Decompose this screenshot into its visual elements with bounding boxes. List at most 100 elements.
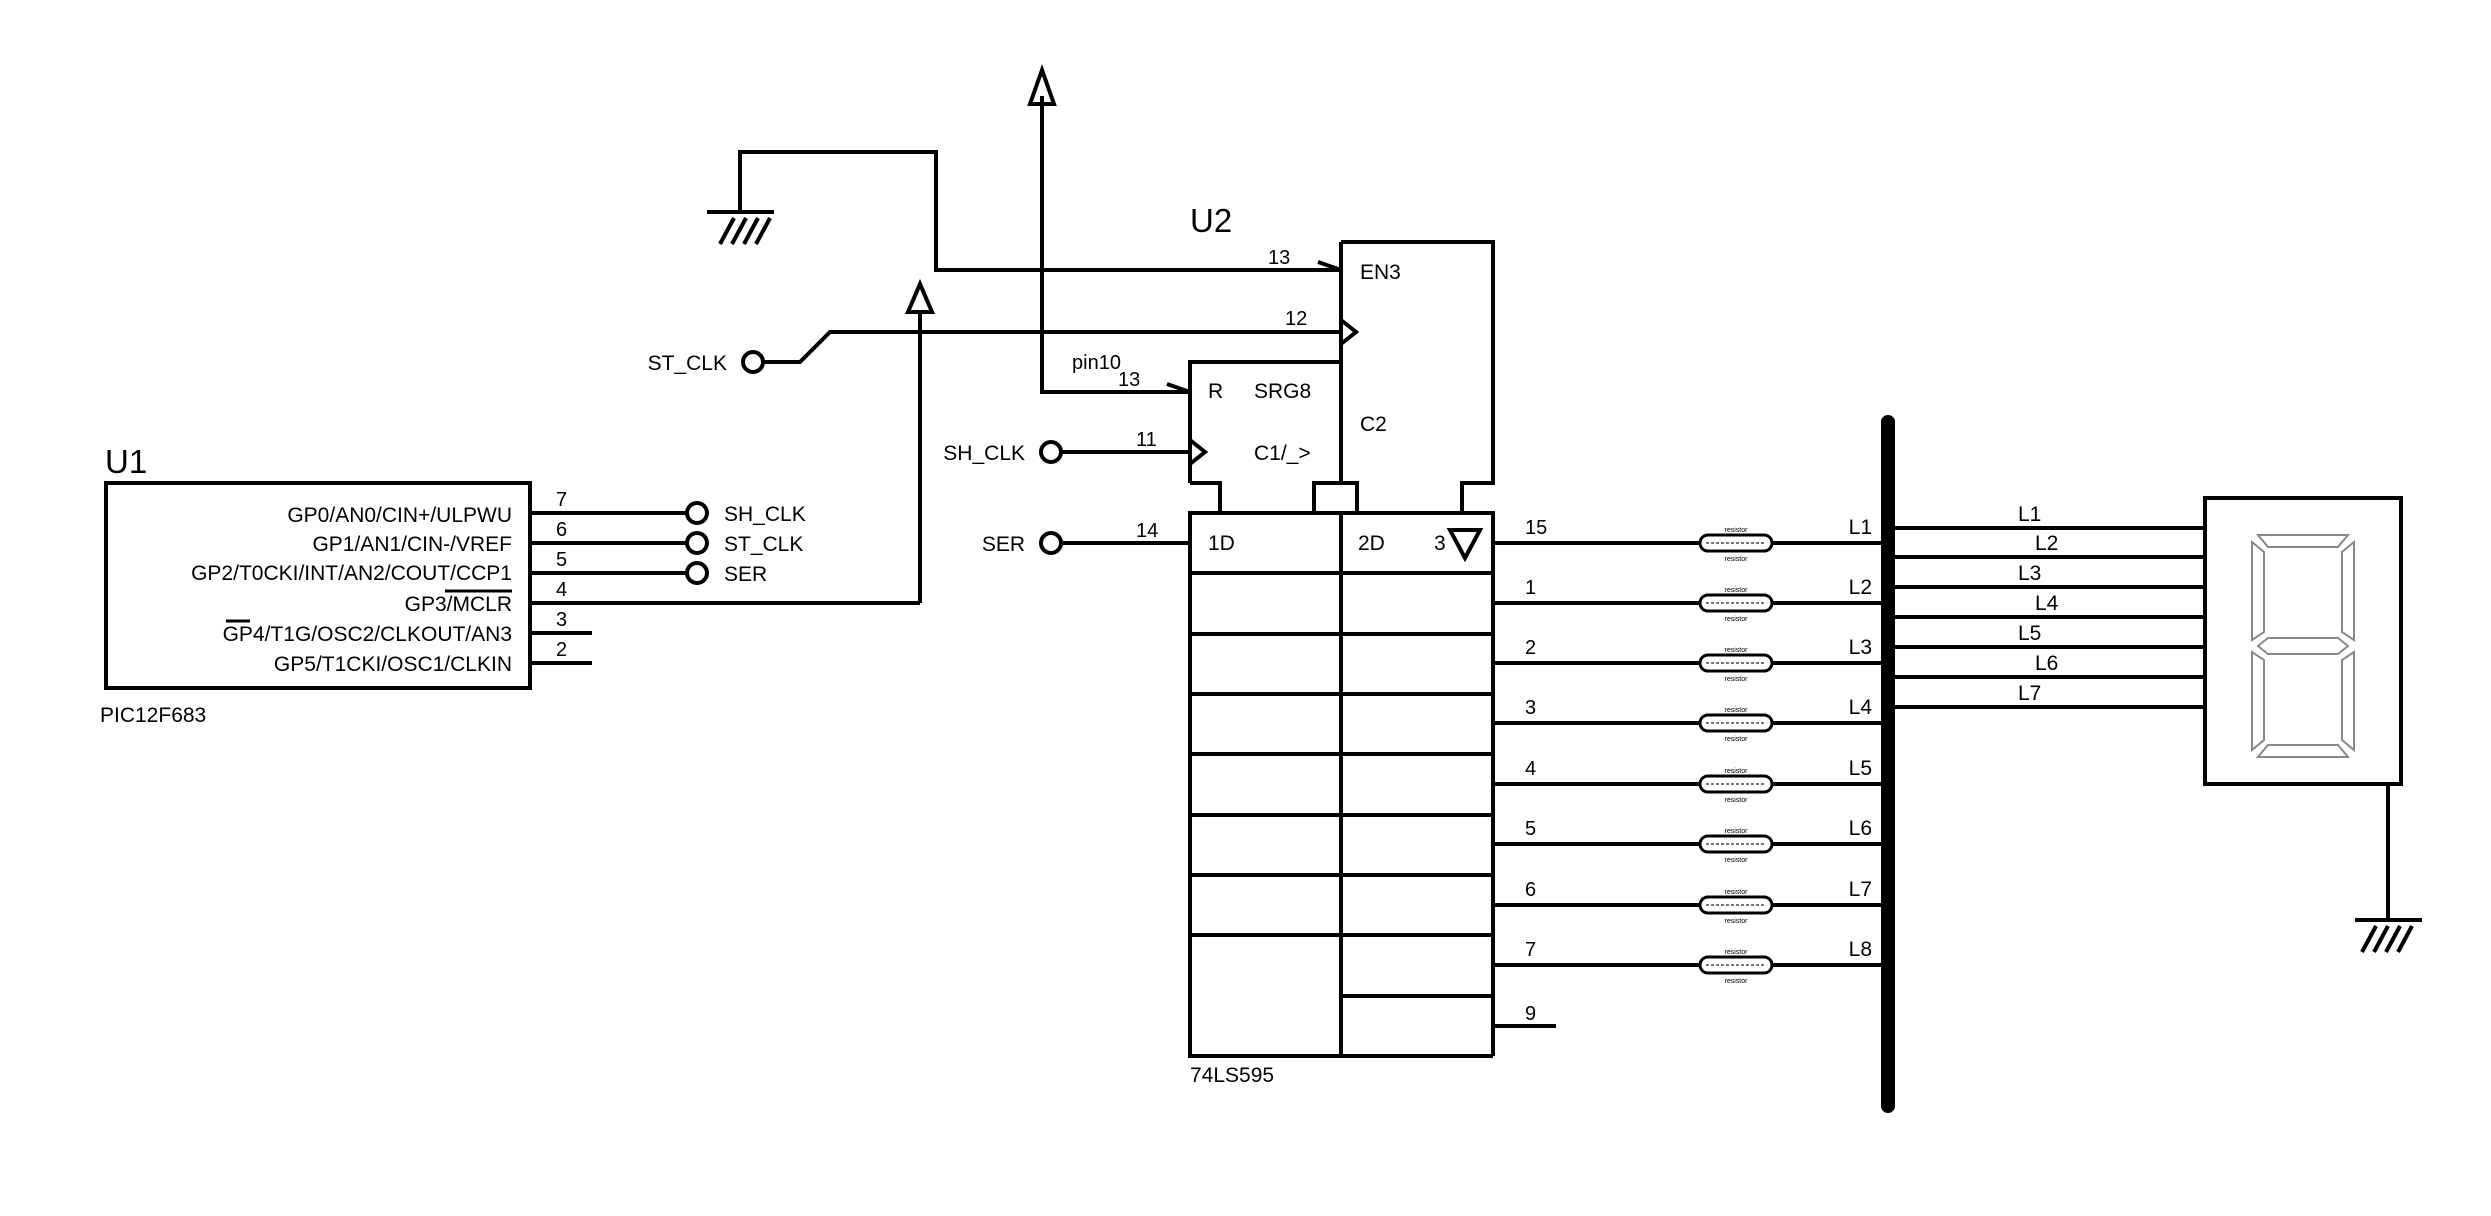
resistor-label: resistor [1725,828,1749,835]
u2-pin-number: 13 [1268,247,1290,269]
bus-net-label: L7 [1849,878,1872,901]
display-net-label: L6 [2035,652,2058,675]
u2-part: 74LS595 [1190,1064,1274,1087]
u2-c2-label: C2 [1360,413,1387,436]
resistor-label: resistor [1725,978,1749,985]
u2-d1-label: 1D [1208,532,1235,555]
u1-pin-name: GP5/T1CKI/OSC1/CLKIN [274,653,512,676]
bus-net-label: L3 [1849,636,1872,659]
resistor-label: resistor [1725,556,1749,563]
u1-port-label: ST_CLK [724,533,803,556]
reset-pin-number: 13 [1118,369,1140,391]
port-connector-icon [741,350,765,374]
display-body [2203,496,2403,786]
resistor-label: resistor [1725,889,1749,896]
bus-net-label: L8 [1849,938,1872,961]
en-ground-wire [738,150,1341,272]
u1-pin-number: 2 [556,639,567,661]
resistor-label: resistor [1725,587,1749,594]
reset-marker [1166,382,1191,394]
en-clock-marker [1317,260,1342,272]
display-net-label: L4 [2035,592,2059,615]
resistor-label: resistor [1725,768,1749,775]
u2-c1-label: C1/_> [1254,442,1311,465]
resistor-label: resistor [1725,616,1749,623]
resistor-label: resistor [1725,797,1749,804]
stclk-wire [763,330,1341,364]
resistor-label: resistor [1725,918,1749,925]
u2-output-pin-number: 6 [1525,879,1536,901]
port-connector-icon [685,561,709,585]
port-connector-icon [685,501,709,525]
display-net-label: L5 [2018,622,2041,645]
u1-pin-name: GP1/AN1/CIN-/VREF [312,533,512,556]
reset-net: pin10 13 [1027,63,1192,394]
u1-pin-name: GP4/T1G/OSC2/CLKOUT/AN3 [223,623,512,646]
port-connector-icon [1039,440,1063,464]
bus-net-label: L5 [1849,757,1872,780]
resistor-label: resistor [1725,527,1749,534]
u1-microcontroller: U1 PIC12F683 GP0/AN0/CIN+/ULPWU GP1/AN1/… [100,278,936,727]
u2-pin-number: 14 [1136,520,1158,542]
tristate-triangle-icon [1446,528,1484,563]
u1-ref: U1 [105,443,147,480]
u1-part: PIC12F683 [100,704,206,727]
u2-port-label: ST_CLK [648,352,727,375]
u2-output-pin-number: 5 [1525,818,1536,840]
u2-shift-notch [1190,481,1222,513]
u2-port-label: SER [982,533,1025,556]
seven-segment-display [2203,496,2422,953]
u2-pin-number: 9 [1525,1003,1536,1025]
u1-port-label: SER [724,563,767,586]
u2-notch [1312,481,1341,513]
resistor-label: resistor [1725,736,1749,743]
u2-output-pin-number: 1 [1525,577,1536,599]
resistor-label: resistor [1725,857,1749,864]
u2-output-pin-number: 4 [1525,758,1536,780]
u1-pin-numbers: 7 6 5 4 3 2 [556,489,567,661]
u2-ref: U2 [1190,202,1232,239]
port-connector-icon [685,531,709,555]
u2-srg-label: SRG8 [1254,380,1311,403]
power-arrow-icon [904,278,936,314]
u2-reset-label: R [1208,380,1223,403]
bus-net-label: L4 [1849,696,1873,719]
display-net-label: L7 [2018,682,2041,705]
u2-row-lines [1190,571,1493,937]
display-net-label: L3 [2018,562,2041,585]
u2-shift-register: U2 EN3 R SRG8 C2 C1/_> 1D 2D [648,202,1556,1087]
ground-icon [718,217,772,245]
u1-pin-names: GP0/AN0/CIN+/ULPWU GP1/AN1/CIN-/VREF GP2… [191,504,512,676]
u1-port-label: SH_CLK [724,503,806,526]
stclk-clock-triangle [1339,318,1360,346]
u1-pin-number: 3 [556,609,567,631]
bus-net-label: L6 [1849,817,1872,840]
resistor-label: resistor [1725,949,1749,956]
bus-net-label: L2 [1849,576,1872,599]
resistor-label: resistor [1725,647,1749,654]
ground-icon [2360,925,2414,953]
u2-shift-block [1188,360,1341,483]
reset-pin-label: pin10 [1072,352,1121,374]
seven-segment-digit-icon [2251,534,2355,758]
u2-storage-block [1341,240,1495,513]
u2-pin-number: 12 [1285,308,1307,330]
u1-pin-name: GP3/MCLR [405,593,512,616]
u1-pin-number: 4 [556,579,567,601]
display-net-label: L2 [2035,532,2058,555]
u2-out3-label: 3 [1434,532,1446,555]
bus-net-label: L1 [1849,516,1872,539]
resistor-label: resistor [1725,707,1749,714]
u1-pin-name: GP2/T0CKI/INT/AN2/COUT/CCP1 [191,562,512,585]
u1-pin-number: 7 [556,489,567,511]
u2-output-pin-number: 3 [1525,697,1536,719]
shclk-clock-triangle [1188,438,1209,466]
u2-output-pin-number: 7 [1525,939,1536,961]
u1-pin-number: 5 [556,549,567,571]
u2-port-label: SH_CLK [943,442,1025,465]
enable-ground-net [707,150,1341,272]
u1-pin-name: GP0/AN0/CIN+/ULPWU [287,504,512,527]
power-arrow-icon [1027,63,1057,106]
